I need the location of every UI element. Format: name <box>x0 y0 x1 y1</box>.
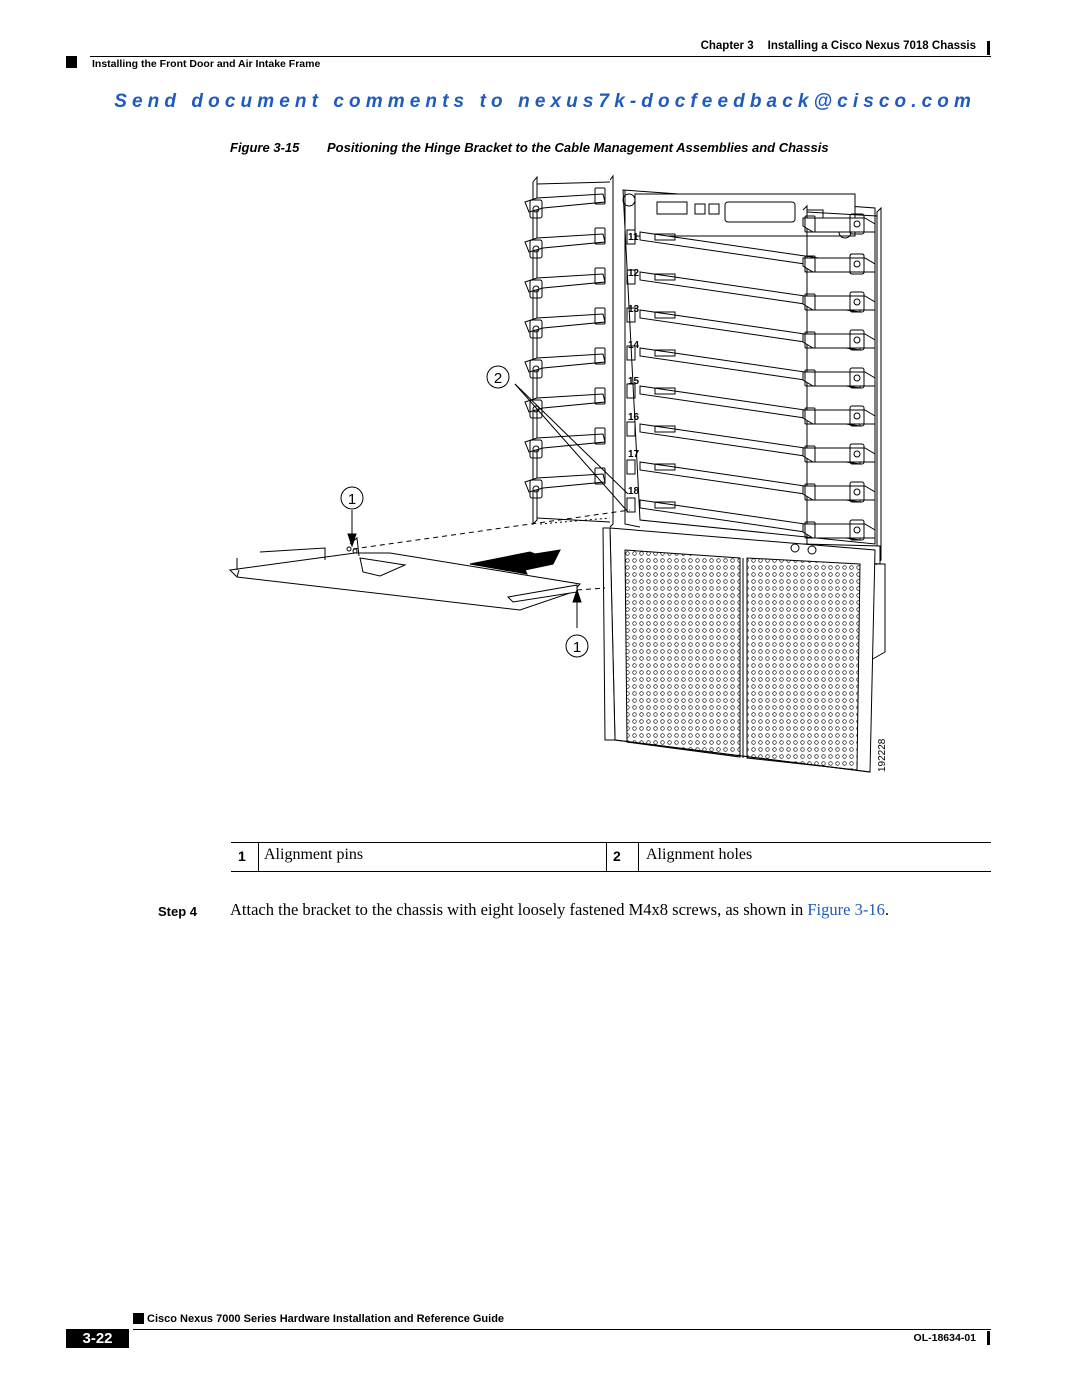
slot-label: 17 <box>628 449 640 460</box>
legend-cell-divider <box>606 843 607 871</box>
left-cable-management-assembly <box>524 174 614 528</box>
slot-label: 18 <box>628 486 640 497</box>
legend-number: 1 <box>238 848 246 864</box>
step-text-before: Attach the bracket to the chassis with e… <box>230 900 808 919</box>
step-text: Attach the bracket to the chassis with e… <box>230 900 889 920</box>
footer-bar-mark <box>987 1331 990 1345</box>
slot-label: 15 <box>628 376 640 387</box>
art-number: 192228 <box>877 738 888 772</box>
slot-label: 13 <box>628 304 640 315</box>
figure-cross-reference-link[interactable]: Figure 3-16 <box>807 900 885 919</box>
figure-label: Figure 3-15 <box>230 140 300 155</box>
legend-number: 2 <box>613 848 621 864</box>
header-bar-mark <box>987 41 990 55</box>
footer-book-title: Cisco Nexus 7000 Series Hardware Install… <box>147 1313 505 1325</box>
legend-text: Alignment holes <box>646 846 753 863</box>
legend-text: Alignment pins <box>264 846 364 863</box>
slot-label: 12 <box>628 268 640 279</box>
callout-1: 1 <box>573 639 581 656</box>
slot-label: 11 <box>628 232 639 243</box>
callout-1: 1 <box>348 491 356 508</box>
direction-arrow <box>469 549 561 575</box>
step-label: Step 4 <box>158 904 198 919</box>
footer-square-mark <box>133 1313 144 1324</box>
feedback-banner[interactable]: Send document comments to nexus7k-docfee… <box>114 91 976 112</box>
callout-2: 2 <box>494 370 502 387</box>
legend-cell-divider <box>258 843 259 871</box>
figure-title: Positioning the Hinge Bracket to the Cab… <box>327 140 829 155</box>
chapter-title: Installing a Cisco Nexus 7018 Chassis <box>767 40 976 52</box>
page-number: 3-22 <box>66 1329 129 1348</box>
hinge-bracket-diagram: 11 12 13 14 15 16 17 18 <box>228 174 888 773</box>
footer-rule <box>133 1329 991 1330</box>
air-intake-frame <box>602 527 876 773</box>
legend-rule-bottom <box>231 871 991 872</box>
legend-cell-divider <box>638 843 639 871</box>
step-text-after: . <box>884 900 889 919</box>
slot-label: 14 <box>628 340 640 351</box>
hinge-bracket <box>228 537 581 611</box>
header-square-mark <box>66 56 77 68</box>
header-rule <box>90 56 991 57</box>
running-header-chapter: Chapter 3 Installing a Cisco Nexus 7018 C… <box>0 40 976 52</box>
slot-label: 16 <box>628 412 640 423</box>
document-id: OL-18634-01 <box>913 1332 976 1344</box>
running-header-section: Installing the Front Door and Air Intake… <box>92 58 321 70</box>
chapter-label: Chapter 3 <box>700 40 754 52</box>
legend-rule-top <box>231 842 991 843</box>
